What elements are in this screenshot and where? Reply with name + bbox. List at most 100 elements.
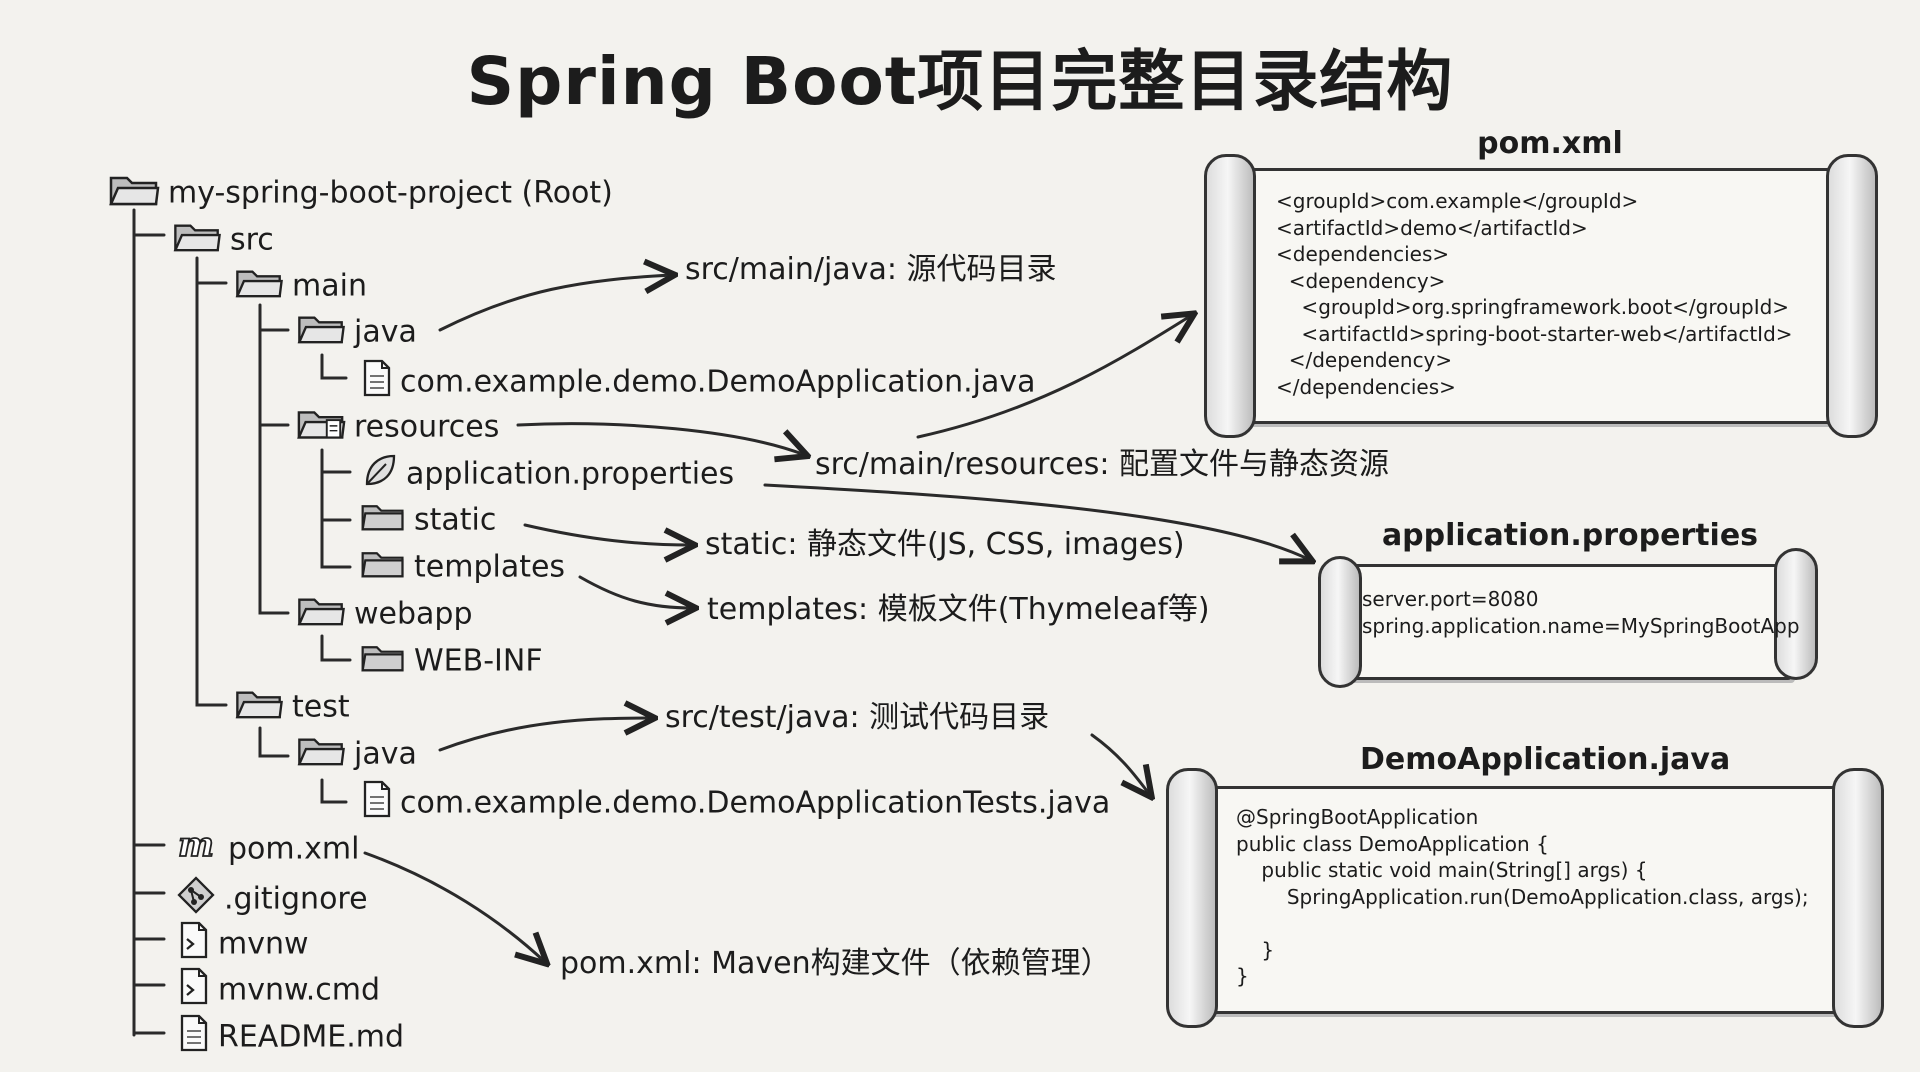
code-line: public static void main(String[] args) { (1236, 858, 1648, 882)
pom-code-block: <groupId>com.example</groupId><artifactI… (1276, 188, 1793, 400)
tree-test[interactable]: test (234, 687, 350, 728)
code-line: <dependencies> (1276, 242, 1450, 266)
maven-icon: m (176, 824, 220, 871)
code-line (1236, 910, 1809, 937)
note-test-java: src/test/java: 测试代码目录 (665, 700, 1050, 735)
tree-main-java[interactable]: java (296, 312, 417, 353)
scroll-roll-right (1826, 154, 1878, 438)
tree-mvnw-cmd[interactable]: mvnw.cmd (178, 967, 380, 1014)
tree-webapp[interactable]: webapp (296, 594, 473, 635)
tree-webapp-label: webapp (354, 596, 473, 632)
pom-scroll-title: pom.xml (1477, 126, 1623, 161)
code-line: public class DemoApplication { (1236, 831, 1549, 856)
scroll-roll-right (1832, 768, 1884, 1028)
tree-templates-label: templates (414, 549, 566, 585)
tree-root[interactable]: my-spring-boot-project (Root) (108, 172, 613, 215)
note-static: static: 静态文件(JS, CSS, images) (705, 527, 1185, 562)
code-line: <artifactId>demo</artifactId> (1276, 215, 1588, 240)
arrow-static (523, 523, 692, 545)
folder-icon (360, 641, 406, 682)
arrow-resources (516, 422, 805, 455)
tree-test-java[interactable]: java (296, 734, 417, 775)
code-line: } (1236, 964, 1249, 988)
tree-resources-label: resources (354, 409, 500, 445)
code-line: <artifactId>spring-boot-starter-web</art… (1276, 321, 1793, 346)
folder-icon (108, 172, 160, 215)
git-icon (176, 875, 216, 924)
tree-mvnw-label: mvnw (218, 926, 309, 962)
tree-main-label: main (292, 268, 367, 304)
folder-icon (360, 500, 406, 541)
tree-main-java-file[interactable]: com.example.demo.DemoApplication.java (362, 359, 1036, 406)
folder-icon (296, 312, 346, 353)
folder-icon (172, 220, 222, 261)
folder-icon (296, 406, 346, 449)
file-icon (178, 1014, 210, 1061)
code-line: </dependency> (1276, 348, 1453, 372)
code-line: SpringApplication.run(DemoApplication.cl… (1236, 884, 1809, 909)
demo-scroll-title: DemoApplication.java (1360, 742, 1731, 777)
tree-app-props-label: application.properties (406, 456, 735, 492)
code-line: } (1236, 937, 1275, 962)
tree-line-resources (320, 448, 352, 569)
tree-test-java-file[interactable]: com.example.demo.DemoApplicationTests.ja… (362, 780, 1110, 827)
code-line: </dependencies> (1276, 374, 1456, 399)
tree-readme-label: README.md (218, 1019, 405, 1055)
arrow-main-java (438, 275, 672, 332)
scroll-roll-left (1204, 154, 1256, 438)
tree-test-label: test (292, 689, 350, 725)
tree-root-label: my-spring-boot-project (Root) (168, 175, 613, 211)
tree-app-props[interactable]: application.properties (362, 452, 734, 497)
tree-readme[interactable]: README.md (178, 1014, 404, 1061)
folder-icon (360, 547, 406, 588)
pom-scroll: <groupId>com.example</groupId><artifactI… (1200, 150, 1880, 440)
tree-static-label: static (414, 502, 497, 538)
leaf-icon (362, 452, 398, 497)
arrow-test-java (438, 718, 652, 752)
arrow-props (763, 483, 1310, 560)
tree-static[interactable]: static (360, 500, 496, 541)
folder-icon (296, 734, 346, 775)
tree-line-main (258, 303, 290, 615)
tree-src-label: src (230, 222, 274, 258)
tree-mvnw-cmd-label: mvnw.cmd (218, 972, 381, 1008)
tree-line-src (195, 256, 228, 707)
tree-webinf-label: WEB-INF (414, 643, 543, 679)
page-title: Spring Boot项目完整目录结构 (466, 43, 1454, 120)
tree-mvnw[interactable]: mvnw (178, 921, 309, 968)
props-scroll-title: application.properties (1381, 518, 1759, 553)
note-pom: pom.xml: Maven构建文件（依赖管理） (560, 946, 1111, 981)
tree-gitignore-label: .gitignore (224, 881, 368, 917)
file-icon (362, 359, 392, 406)
code-line: spring.application.name=MySpringBootApp (1362, 613, 1800, 638)
file-icon (362, 780, 392, 827)
tree-test-java-label: java (354, 736, 417, 772)
scroll-roll-left (1166, 768, 1218, 1028)
svg-text:m: m (178, 828, 214, 862)
tree-main-java-label: java (354, 314, 417, 350)
terminal-icon (178, 967, 210, 1014)
arrow-test-to-demo (1090, 733, 1150, 795)
note-templates: templates: 模板文件(Thymeleaf等) (707, 592, 1210, 627)
arrow-templates (578, 575, 693, 608)
tree-resources[interactable]: resources (296, 406, 499, 449)
code-line: <groupId>com.example</groupId> (1276, 189, 1639, 213)
tree-gitignore[interactable]: .gitignore (176, 875, 368, 924)
folder-icon (234, 266, 284, 307)
tree-main[interactable]: main (234, 266, 367, 307)
tree-main-java-file-label: com.example.demo.DemoApplication.java (400, 364, 1036, 400)
tree-templates[interactable]: templates (360, 547, 565, 588)
tree-test-java-file-label: com.example.demo.DemoApplicationTests.ja… (400, 785, 1111, 821)
folder-icon (296, 594, 346, 635)
code-line: <dependency> (1276, 268, 1446, 293)
folder-icon (234, 687, 284, 728)
tree-webinf[interactable]: WEB-INF (360, 641, 543, 682)
tree-src[interactable]: src (172, 220, 274, 261)
note-resources: src/main/resources: 配置文件与静态资源 (815, 447, 1389, 482)
